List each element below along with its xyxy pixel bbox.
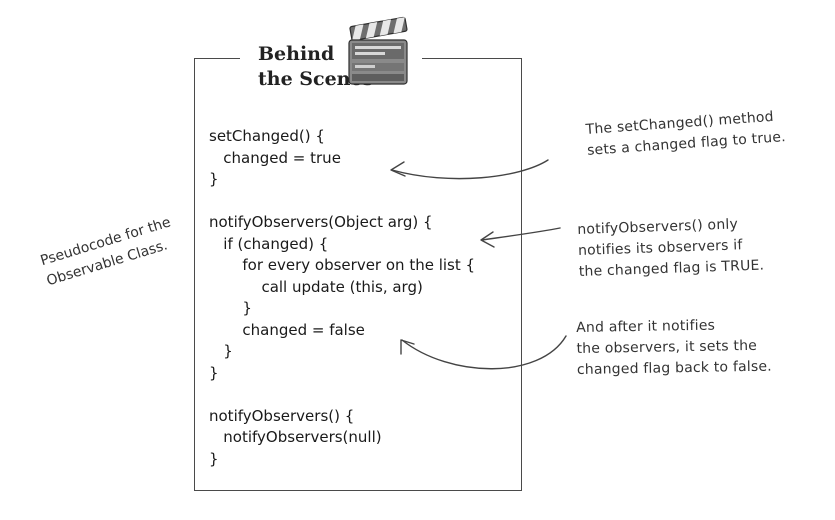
annotation-side: Pseudocode for the Observable Class. bbox=[38, 212, 180, 292]
code-line: notifyObservers() { bbox=[209, 406, 355, 425]
code-line: setChanged() { bbox=[209, 127, 325, 145]
title-line-2: the Scenes bbox=[258, 68, 374, 90]
annotation-set-changed: The setChanged() method sets a changed f… bbox=[585, 106, 787, 162]
code-line: } bbox=[209, 299, 252, 317]
pseudocode-block: setChanged() { changed = true } notifyOb… bbox=[209, 126, 475, 470]
code-line: } bbox=[209, 342, 233, 360]
section-title: Behind the Scenes bbox=[258, 42, 373, 92]
code-line: notifyObservers(Object arg) { bbox=[209, 213, 433, 231]
annotation-after-notify: And after it notifies the observers, it … bbox=[576, 315, 772, 381]
code-line: notifyObservers(null) bbox=[209, 428, 382, 446]
code-line: } bbox=[209, 363, 219, 382]
code-line-blank bbox=[209, 191, 475, 213]
title-line-1: Behind bbox=[258, 43, 335, 65]
code-line: } bbox=[209, 449, 219, 468]
code-line: changed = true bbox=[209, 148, 341, 167]
code-line: call update (this, arg) bbox=[209, 277, 423, 296]
annotation-notify: notifyObservers() only notifies its obse… bbox=[577, 214, 765, 283]
code-line: for every observer on the list { bbox=[209, 256, 476, 274]
code-line-blank bbox=[209, 384, 475, 406]
annotation-line: changed flag back to false. bbox=[576, 358, 773, 378]
code-line: } bbox=[209, 170, 219, 188]
clapperboard-icon bbox=[348, 16, 408, 85]
code-line: if (changed) { bbox=[209, 234, 329, 253]
code-line: changed = false bbox=[209, 320, 365, 339]
